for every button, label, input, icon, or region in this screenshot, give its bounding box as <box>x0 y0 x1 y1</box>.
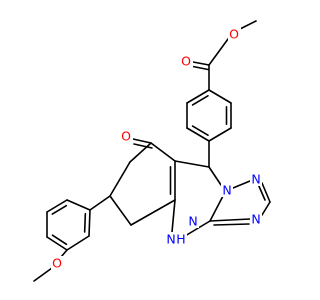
bond-n2-c5-second <box>257 183 266 201</box>
triazole-n1-label: N <box>222 183 231 198</box>
bond-aryl-methoxy-o <box>60 249 68 258</box>
bond-c5-n4 <box>261 201 271 216</box>
amine-h-label: H <box>176 232 185 247</box>
bond-c8a-ck <box>150 142 176 162</box>
bond-benzene-top-6 <box>186 89 210 104</box>
bond-layer <box>33 20 271 282</box>
bond-benzene-bottom-5 <box>66 235 90 251</box>
bond-benzene-top-4 <box>186 127 210 142</box>
bond-benzene-top-6-second <box>191 95 209 106</box>
atom-label-layer: O O O O N N N N N H <box>51 27 262 271</box>
bond-cy1-cy2 <box>109 161 131 197</box>
bond-benzene-bottom-2-second <box>51 204 68 215</box>
bond-benzene-top-3 <box>208 127 232 142</box>
bond-benzene-bottom-4-second <box>51 234 68 246</box>
methoxy-oxygen-label: O <box>52 256 62 271</box>
ketone-oxygen-label: O <box>121 129 131 144</box>
bond-cy2-cy3 <box>109 195 132 226</box>
bond-ketone-co-second <box>133 143 153 149</box>
bond-ester-c-o-single <box>208 38 229 66</box>
bond-c2-n4-second <box>213 223 250 226</box>
pyrimidine-n-label: N <box>188 214 197 229</box>
bond-ch-c8a <box>174 160 210 168</box>
molecule-diagram: O O O O N N N N N H <box>33 20 271 282</box>
bond-cy2-aryl <box>89 195 111 211</box>
bond-ch-n1 <box>208 166 222 186</box>
bond-c2-n1 <box>209 195 224 222</box>
bond-benzene-top-1 <box>208 89 232 104</box>
bond-n2-c5 <box>261 182 271 203</box>
ester-ether-oxygen-label: O <box>229 27 239 42</box>
bond-ck-cy1 <box>129 142 152 163</box>
bond-ester-o-methyl <box>239 20 257 30</box>
triazole-n4-label: N <box>251 212 260 227</box>
bond-c4a-nh <box>171 199 176 233</box>
bond-ketone-co <box>132 138 152 144</box>
bond-benzene-bottom-6-second <box>83 212 87 233</box>
bond-nh-c2 <box>184 220 211 237</box>
bond-ester-c-o-double-second <box>192 65 209 71</box>
bond-cy3-c4a <box>130 199 176 226</box>
bond-benzene-bottom-6 <box>88 209 91 237</box>
triazole-n2-label: N <box>251 172 260 187</box>
bond-benzene-bottom-4 <box>46 236 68 251</box>
bond-c2-n4 <box>209 218 251 222</box>
bond-methoxy-o-methyl <box>33 267 53 282</box>
bond-benzene-top-4-second <box>191 125 209 136</box>
bond-benzene-bottom-1 <box>66 199 91 211</box>
amine-n-label: N <box>166 232 175 247</box>
bond-ester-c-o-double <box>192 61 210 66</box>
ester-carbonyl-oxygen-label: O <box>181 54 191 69</box>
bond-n1-n2 <box>232 180 251 189</box>
bond-benzene-bottom-2 <box>46 199 68 213</box>
